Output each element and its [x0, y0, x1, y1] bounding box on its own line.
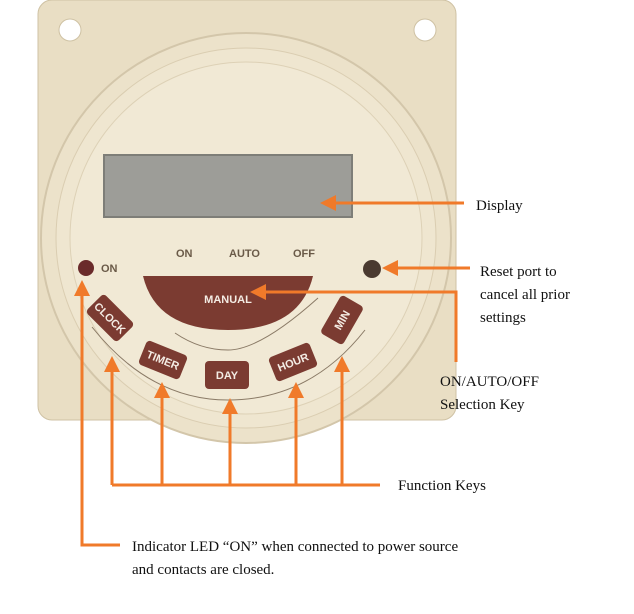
- indicator-callout-line1: Indicator LED “ON” when connected to pow…: [132, 539, 458, 555]
- selection-arrow: [250, 284, 458, 362]
- reset-arrow: [382, 260, 470, 276]
- indicator-arrow: [74, 280, 120, 547]
- manual-key[interactable]: [143, 276, 313, 330]
- manual-key-label: MANUAL: [204, 294, 252, 306]
- function-keys-callout: Function Keys: [398, 478, 486, 494]
- selection-callout-line1: ON/AUTO/OFF: [440, 374, 539, 390]
- reset-port[interactable]: [363, 260, 381, 278]
- selection-callout-line2: Selection Key: [440, 397, 525, 413]
- mode-label-auto: AUTO: [229, 248, 260, 260]
- mode-label-on: ON: [176, 248, 193, 260]
- reset-callout-line3: settings: [480, 310, 526, 326]
- display-arrow: [320, 195, 464, 211]
- mount-hole: [58, 18, 82, 42]
- reset-callout-line2: cancel all prior: [480, 287, 570, 303]
- lcd-display: [103, 154, 353, 218]
- function-key-hour[interactable]: HOUR: [268, 342, 319, 383]
- reset-callout-line1: Reset port to: [480, 264, 557, 280]
- indicator-led: [78, 260, 94, 276]
- function-key-day[interactable]: DAY: [205, 361, 249, 389]
- function-keys-arrows: [104, 356, 380, 487]
- led-label: ON: [101, 263, 118, 275]
- svg-text:DAY: DAY: [216, 370, 239, 382]
- mount-hole: [413, 18, 437, 42]
- function-key-min[interactable]: MIN: [320, 294, 365, 345]
- timer-device: ON ON AUTO OFF MANUAL CLOCK TIMER DAY HO…: [37, 0, 457, 444]
- display-callout: Display: [476, 198, 523, 214]
- mode-label-off: OFF: [293, 248, 315, 260]
- indicator-callout-line2: and contacts are closed.: [132, 562, 274, 578]
- function-key-timer[interactable]: TIMER: [138, 340, 189, 381]
